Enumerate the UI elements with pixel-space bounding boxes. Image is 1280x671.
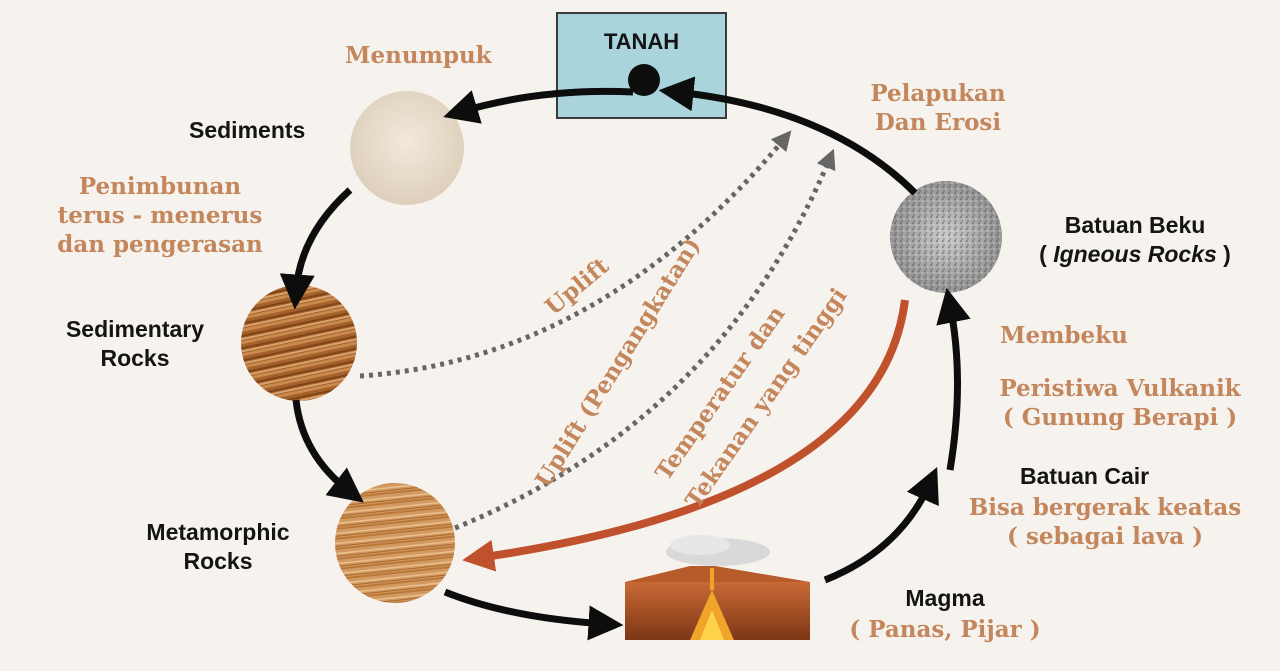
batuan-cair-desc: Bisa bergerak keatas ( sebagai lava ) [955,494,1255,552]
igneous-open-paren: ( [1039,240,1054,267]
metamorphic-line-1: Metamorphic [146,519,290,545]
vulkanik-line-1: Peristiwa Vulkanik [999,375,1241,402]
batuan-beku-label: Batuan Beku ( Igneous Rocks ) [1010,211,1260,269]
sedimentary-rock-circle [241,285,357,401]
penimbunan-line-3: dan pengerasan [57,230,263,258]
batuan-cair-label: Batuan Cair [1020,463,1150,489]
magma-volcano-block [625,535,810,640]
igneous-rocks-line: ( Igneous Rocks ) [1010,240,1260,269]
metamorphic-rock-circle [335,483,455,603]
sedimentary-rocks-label: Sedimentary Rocks [40,315,230,373]
sedimentary-line-1: Sedimentary [65,316,205,342]
uplift-arrow-sedimentary [359,130,792,379]
igneous-close-paren: ) [1216,240,1231,267]
metamorphic-line-2: Rocks [183,547,253,574]
igneous-rocks-text: Igneous Rocks [1053,240,1217,267]
batuan-cair-line-2: ( sebagai lava ) [1007,522,1203,550]
sediments-label: Sediments [189,117,306,143]
menumpuk-label: Menumpuk [345,42,492,69]
pelapukan-label: Pelapukan Dan Erosi [848,80,1028,138]
metamorphic-rocks-label: Metamorphic Rocks [118,518,318,576]
membeku-label: Membeku [1000,322,1128,349]
arrow-magma-up [823,467,939,584]
penimbunan-line-1: Penimbunan [78,173,242,200]
magma-label: Magma [905,585,985,611]
tanah-dot [628,64,660,96]
sedimentary-line-2: Rocks [100,344,170,371]
tanah-label: TANAH [603,29,680,54]
pelapukan-line-2: Dan Erosi [874,108,1002,136]
magma-sub-label: ( Panas, Pijar ) [849,616,1041,643]
pelapukan-line-1: Pelapukan [870,80,1006,107]
arrow-sediments-to-sedimentary [279,187,353,310]
igneous-rock-texture [890,181,1002,293]
arrow-tanah-to-sediments [443,87,634,124]
penimbunan-line-2: terus - menerus [57,201,263,229]
batuan-cair-line-1: Bisa bergerak keatas [968,494,1242,521]
arrow-igneous-to-tanah [658,76,918,196]
penimbunan-label: Penimbunan terus - menerus dan pengerasa… [40,173,280,259]
uplift-arrow-metamorphic [454,148,836,531]
arrow-metamorphic-to-magma [443,588,624,641]
vulkanik-label: Peristiwa Vulkanik ( Gunung Berapi ) [985,375,1255,433]
sediments-circle [350,91,464,205]
heat-pressure-arrow [462,299,909,572]
batuan-beku-title: Batuan Beku [1064,212,1206,238]
vulkanik-line-2: ( Gunung Berapi ) [1002,403,1238,431]
arrow-to-igneous [936,287,971,471]
arrow-sedimentary-to-metamorphic [292,399,364,503]
